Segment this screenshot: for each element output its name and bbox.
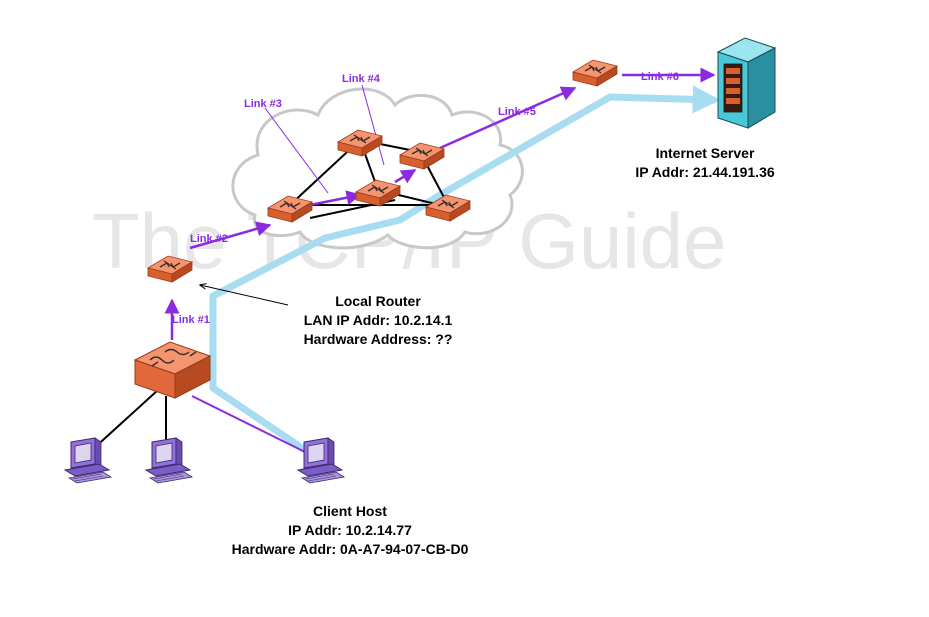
- local-router-lan-ip: LAN IP Addr: 10.2.14.1: [304, 312, 453, 328]
- lan-switch-icon[interactable]: [133, 341, 212, 399]
- lan-cables: [91, 389, 167, 451]
- internet-server-icon[interactable]: [716, 37, 777, 129]
- local-router-hw: Hardware Address: ??: [304, 331, 453, 347]
- client-cable: [191, 395, 306, 453]
- link-3-line: [309, 190, 362, 207]
- link-5-label: Link #5: [498, 106, 536, 118]
- client-host-ip: IP Addr: 10.2.14.77: [288, 522, 412, 538]
- link-3-label: Link #3: [244, 98, 282, 110]
- client-host-title: Client Host: [313, 503, 387, 519]
- link-4-line: [394, 168, 417, 184]
- computer-2-icon[interactable]: [145, 437, 193, 484]
- link-2-label: Link #2: [190, 233, 228, 245]
- local-router-title: Local Router: [335, 293, 421, 309]
- computer-1-icon[interactable]: [64, 437, 112, 484]
- internet-server-title: Internet Server: [656, 145, 755, 161]
- link-6-label: Link #6: [641, 71, 679, 83]
- local-router-pointer: [200, 285, 289, 306]
- label-leaders: [264, 84, 385, 194]
- client-host-hw: Hardware Addr: 0A-A7-94-07-CB-D0: [232, 541, 469, 557]
- link-5-line: [439, 86, 577, 150]
- client-host-icon[interactable]: [297, 437, 345, 484]
- internet-server-ip: IP Addr: 21.44.191.36: [635, 164, 775, 180]
- link-2-line: [189, 221, 272, 250]
- data-path: [209, 85, 721, 453]
- link-4-label: Link #4: [342, 73, 381, 85]
- edge-router-icon[interactable]: [572, 59, 618, 87]
- link-1-label: Link #1: [172, 314, 210, 326]
